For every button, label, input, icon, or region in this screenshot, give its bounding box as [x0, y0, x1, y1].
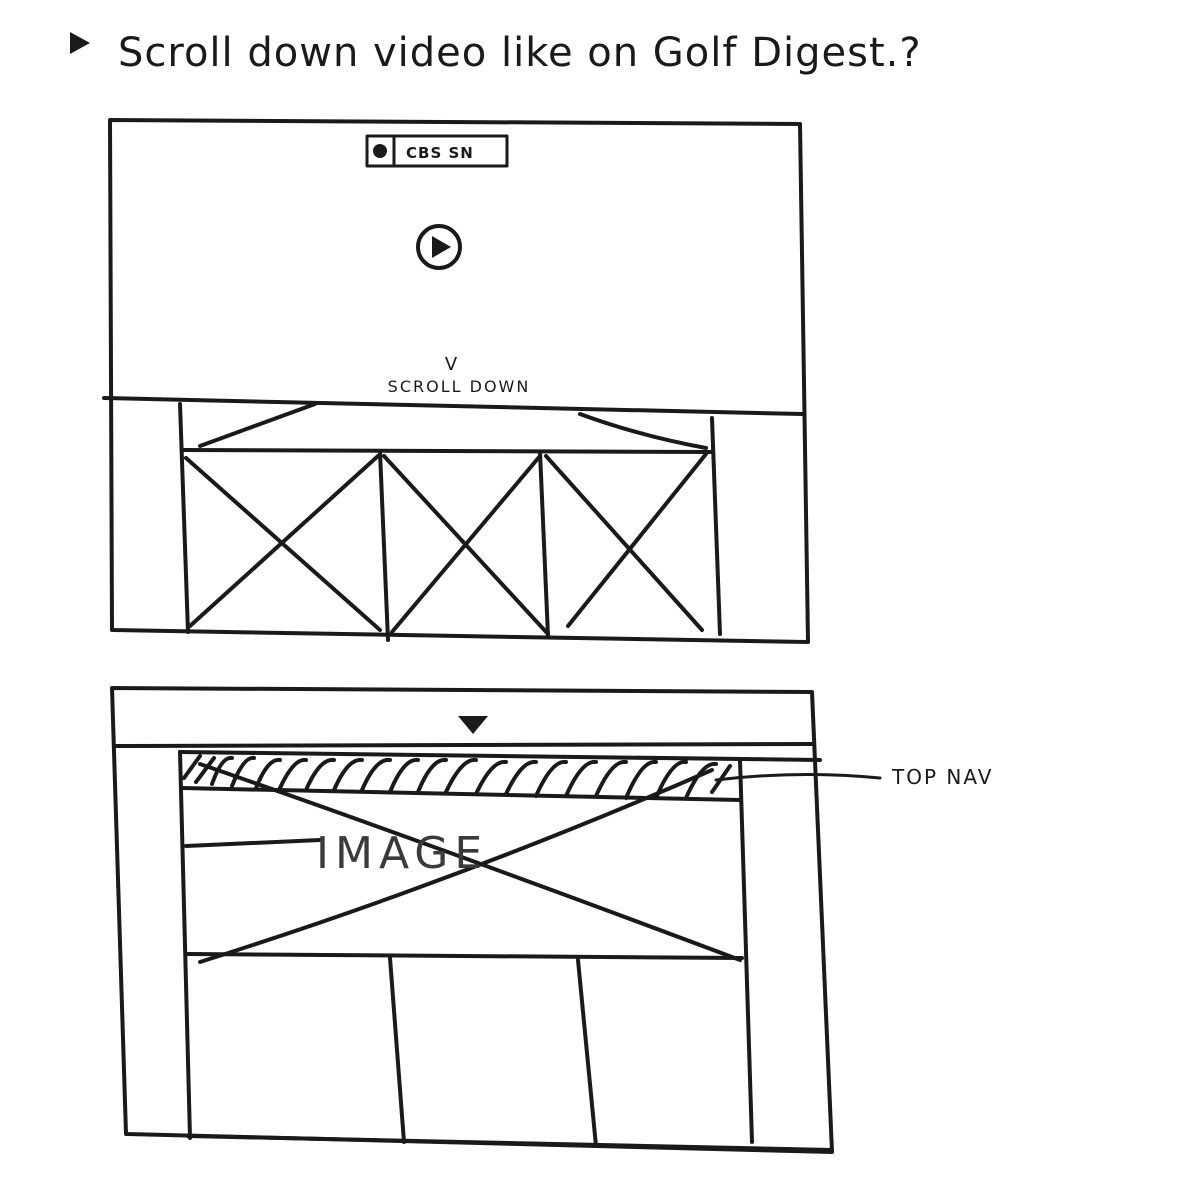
collapsed-video-bottom: [112, 742, 814, 748]
channel-badge[interactable]: CBS SN: [365, 134, 509, 168]
card-divider-1: [378, 450, 390, 642]
image-cross-a: [198, 762, 742, 962]
hero-image-placeholder[interactable]: IMAGE: [184, 762, 744, 964]
header: Scroll down video like on Golf Digest.?: [70, 30, 922, 76]
content-right-edge-2: [738, 758, 754, 1144]
down-triangle-icon[interactable]: [458, 716, 488, 734]
scroll-down-arrow-icon: V: [445, 354, 458, 375]
top-nav-top-edge: [178, 750, 822, 762]
peek-slant-left: [198, 402, 317, 448]
top-nav-callout-label: TOP NAV: [891, 765, 993, 789]
card-row-top: [182, 448, 714, 454]
card-3-cross-a: [544, 454, 704, 632]
play-circle-icon: [416, 224, 462, 270]
play-triangle-icon: [432, 236, 451, 258]
frame1-border: [108, 118, 810, 644]
record-dot-icon: [373, 144, 387, 158]
content-left-edge: [178, 402, 190, 634]
card-1[interactable]: [184, 454, 382, 632]
scroll-down-label: SCROLL DOWN: [388, 377, 531, 396]
frame-video-hero: CBS SN V SCROLL DOWN: [102, 118, 810, 644]
image-label: IMAGE: [316, 828, 488, 879]
top-nav-callout-line: [714, 772, 882, 782]
video-bottom-edge: [102, 396, 804, 416]
sketch-title: Scroll down video like on Golf Digest.?: [118, 30, 922, 76]
columns-bottom-edge: [186, 1134, 834, 1152]
column-divider-2: [576, 958, 598, 1148]
peek-slant-right: [578, 412, 708, 450]
card-2-cross-b: [390, 454, 542, 634]
card-1-cross-b: [188, 454, 380, 628]
top-nav-hatching: [182, 754, 732, 800]
image-top-line: [184, 838, 322, 848]
card-3[interactable]: [544, 452, 708, 632]
content-peek: [178, 402, 722, 642]
image-cross-b: [198, 768, 714, 964]
bullet-triangle-icon: [70, 32, 90, 54]
top-nav-bar[interactable]: [178, 750, 822, 802]
card-2[interactable]: [382, 454, 550, 636]
image-bottom-edge: [186, 952, 744, 960]
card-3-cross-b: [566, 452, 708, 628]
content-left-edge-2: [178, 750, 192, 1140]
column-divider-1: [388, 956, 406, 1144]
badge-border: [365, 134, 509, 168]
content-right-edge: [710, 416, 722, 636]
card-divider-2: [538, 450, 550, 638]
frame-scrolled: TOP NAV IMAGE: [110, 686, 993, 1154]
badge-label: CBS SN: [406, 144, 474, 162]
scroll-down-indicator[interactable]: V SCROLL DOWN: [388, 354, 531, 396]
play-button[interactable]: [416, 224, 462, 270]
